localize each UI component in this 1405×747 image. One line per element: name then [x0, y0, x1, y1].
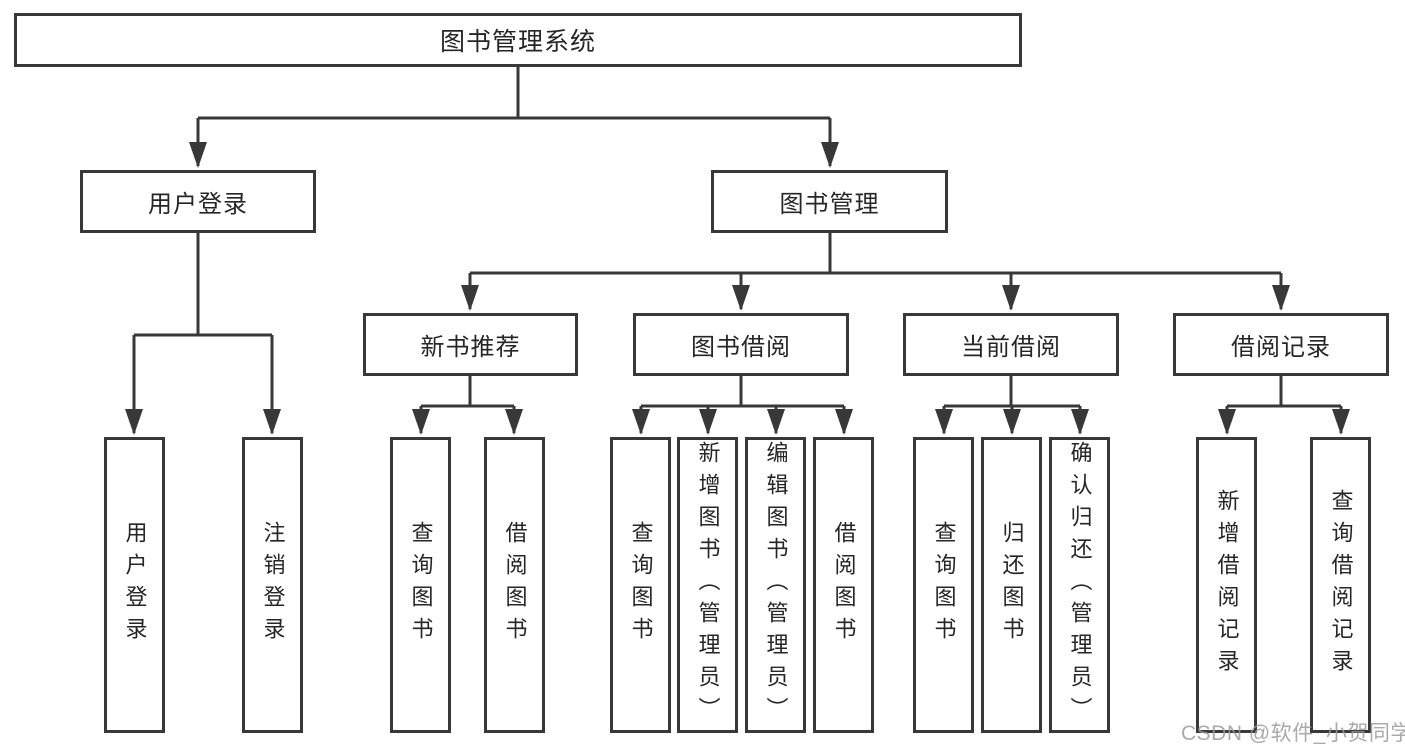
leaf-query-borrow-record: 查询借阅记录 [1310, 437, 1371, 733]
leaf-query-book-current: 查询图书 [913, 437, 974, 733]
leaf-borrow-book: 借阅图书 [813, 437, 874, 733]
node-borrow-record: 借阅记录 [1173, 313, 1389, 376]
leaf-label: 归还图书 [999, 521, 1025, 649]
leaf-add-borrow-record: 新增借阅记录 [1196, 437, 1257, 733]
leaf-label: 查询借阅记录 [1328, 489, 1354, 681]
node-current-borrow: 当前借阅 [903, 313, 1119, 376]
node-book-management: 图书管理 [711, 170, 948, 233]
node-new-book-recommend: 新书推荐 [363, 313, 578, 376]
leaf-user-login-label: 用户登录 [122, 521, 148, 649]
node-user-login: 用户登录 [80, 170, 316, 233]
leaf-label: 确认归还（管理员） [1067, 441, 1093, 729]
leaf-label: 借阅图书 [831, 521, 857, 649]
leaf-label: 新增图书（管理员） [695, 441, 721, 729]
leaf-logout-login: 注销登录 [242, 437, 303, 733]
leaf-label: 查询图书 [628, 521, 654, 649]
node-root-system: 图书管理系统 [14, 13, 1022, 67]
leaf-user-login: 用户登录 [104, 437, 165, 733]
leaf-label: 新增借阅记录 [1214, 489, 1240, 681]
leaf-logout-login-label: 注销登录 [260, 521, 286, 649]
csdn-watermark: CSDN @软件_小贺同学 [1181, 722, 1405, 745]
leaf-return-book: 归还图书 [981, 437, 1042, 733]
leaf-label: 查询图书 [931, 521, 957, 649]
leaf-label: 借阅图书 [502, 521, 528, 649]
leaf-edit-book-admin: 编辑图书（管理员） [745, 437, 806, 733]
leaf-query-book-recommend: 查询图书 [390, 437, 451, 733]
node-book-borrow: 图书借阅 [633, 313, 849, 376]
leaf-label: 查询图书 [408, 521, 434, 649]
leaf-label: 编辑图书（管理员） [763, 441, 789, 729]
leaf-query-book-borrow: 查询图书 [610, 437, 671, 733]
leaf-add-book-admin: 新增图书（管理员） [677, 437, 738, 733]
leaf-borrow-book-recommend: 借阅图书 [484, 437, 545, 733]
leaf-confirm-return-admin: 确认归还（管理员） [1049, 437, 1110, 733]
